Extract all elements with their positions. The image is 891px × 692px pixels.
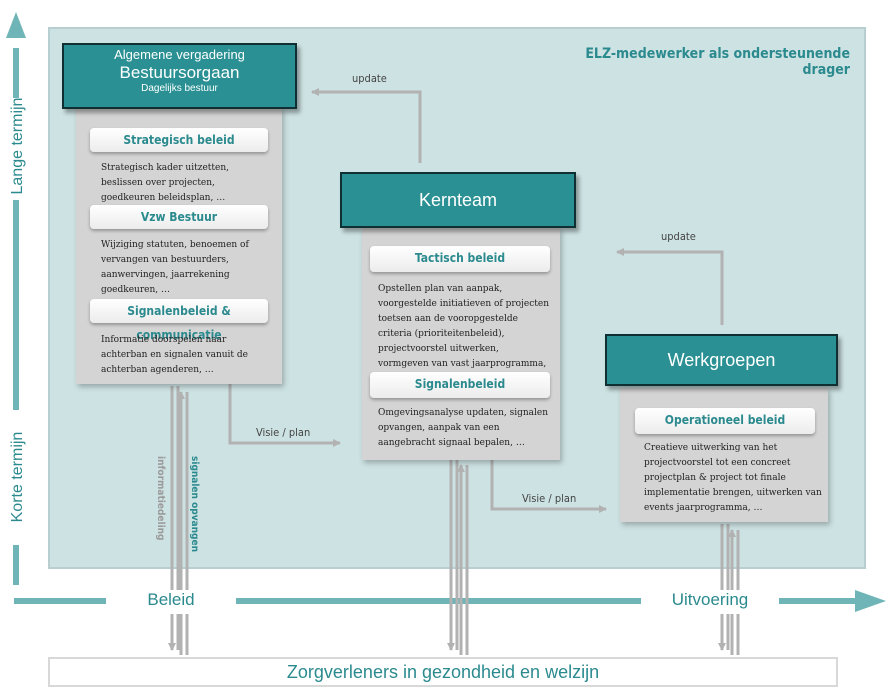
update-label-right: update	[661, 230, 696, 243]
operationeel-beleid-text: Creatieve uitwerking van het projectvoor…	[644, 443, 822, 513]
signalenbeleid-communicatie-text: Informatie doorspelen naar achterban en …	[101, 335, 248, 375]
informatiedeling-label: informatiedeling	[155, 456, 166, 541]
vzw-bestuur-pill: Vzw Bestuur	[90, 205, 268, 229]
uitvoering-label: Uitvoering	[643, 590, 777, 614]
zorgverleners-box: Zorgverleners in gezondheid en welzijn	[48, 657, 838, 687]
vertical-axis-arrow	[6, 12, 26, 585]
strategisch-beleid-text: Strategisch kader uitzetten, beslissen o…	[101, 163, 229, 203]
signalenbeleid-pill: Signalenbeleid	[370, 372, 550, 398]
tactisch-beleid-pill: Tactisch beleid	[370, 246, 550, 272]
kernteam-header: Kernteam	[340, 172, 576, 228]
long-term-label: Lange termijn	[9, 97, 26, 195]
bestuursorgaan-title: Bestuursorgaan	[119, 63, 240, 82]
werkgroepen-header: Werkgroepen	[605, 334, 838, 386]
vzw-bestuur-text: Wijziging statuten, benoemen of vervange…	[101, 240, 249, 295]
beleid-label: Beleid	[108, 590, 234, 614]
short-term-label: Korte termijn	[9, 431, 26, 523]
signalenbeleid-text: Omgevingsanalyse updaten, signalen opvan…	[378, 408, 549, 448]
signalen-opvangen-label: signalen opvangen	[189, 456, 200, 552]
strategisch-beleid-pill: Strategisch beleid	[90, 128, 268, 152]
bestuursorgaan-header: Algemene vergadering Bestuursorgaan Dage…	[62, 43, 297, 109]
horizontal-axis-arrow	[14, 590, 886, 612]
visie-plan-label-1: Visie / plan	[256, 426, 311, 439]
bestuursorgaan-line1: Algemene vergadering	[114, 47, 245, 62]
bestuursorgaan-card	[76, 108, 282, 384]
operationeel-beleid-pill: Operationeel beleid	[635, 408, 815, 434]
visie-plan-label-2: Visie / plan	[522, 492, 577, 505]
update-label-top: update	[352, 72, 387, 85]
werkgroepen-title: Werkgroepen	[667, 350, 776, 370]
panel-title: ELZ-medewerker als ondersteunende drager	[585, 46, 850, 78]
kernteam-title: Kernteam	[418, 190, 498, 210]
bestuursorgaan-line3: Dagelijks bestuur	[141, 83, 218, 94]
signalenbeleid-communicatie-pill: Signalenbeleid & communicatie	[90, 299, 268, 342]
